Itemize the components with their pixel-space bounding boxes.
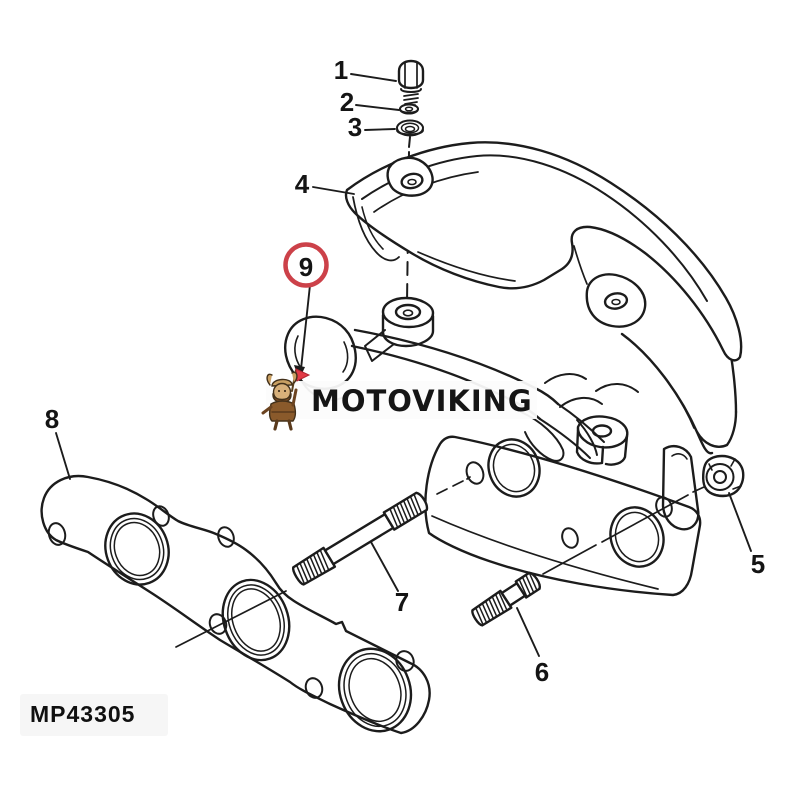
callout-label-5: 5 — [751, 549, 765, 579]
callout-leader-lines — [55, 73, 752, 657]
watermark-brand-text: MOTOVIKING — [311, 384, 533, 418]
heat-shield-drawing — [344, 141, 743, 362]
lock-washer-drawing — [399, 103, 419, 115]
leader-4 — [312, 186, 355, 195]
callout-label-2: 2 — [340, 87, 354, 117]
gasket-drawing — [40, 474, 431, 735]
heat-shield-left-tab — [386, 156, 434, 197]
callout-label-4: 4 — [295, 169, 310, 199]
callout-label-3: 3 — [348, 112, 362, 142]
callout-label-8: 8 — [45, 404, 59, 434]
manifold-flange-plate — [424, 411, 702, 597]
heat-shield-right-tab — [585, 273, 647, 328]
gasket-port-3 — [337, 647, 413, 733]
leader-6 — [516, 607, 540, 657]
callout-labels: 1 2 3 4 5 6 7 8 9 — [45, 55, 765, 687]
callout-9-highlight-ring — [283, 242, 329, 288]
leader-5 — [728, 492, 752, 552]
flange-nut-drawing — [702, 454, 745, 498]
callout-label-7: 7 — [395, 587, 409, 617]
manifold-stud-ear — [661, 445, 700, 531]
leader-1 — [350, 73, 397, 82]
gasket-bolt-holes — [47, 505, 415, 699]
part-number-label: MP43305 — [30, 701, 136, 727]
short-stud-drawing — [471, 571, 541, 627]
manifold-right-boss — [575, 415, 629, 466]
leader-8 — [55, 432, 71, 480]
long-stud-drawing — [292, 491, 429, 586]
gasket-port-2 — [221, 578, 291, 662]
callout-label-9: 9 — [299, 252, 313, 282]
leader-2 — [355, 104, 400, 111]
callout-label-6: 6 — [535, 657, 549, 687]
gasket-port-1 — [104, 512, 170, 586]
leader-7 — [370, 541, 399, 592]
viking-mascot-icon — [261, 368, 311, 431]
leader-3 — [364, 128, 396, 131]
manifold-right-runner — [620, 332, 738, 455]
bolt-drawing — [397, 59, 425, 108]
flat-washer-drawing — [396, 119, 424, 137]
leader-9 — [300, 284, 311, 370]
watermark-band — [266, 381, 537, 419]
callout-label-1: 1 — [334, 55, 348, 85]
